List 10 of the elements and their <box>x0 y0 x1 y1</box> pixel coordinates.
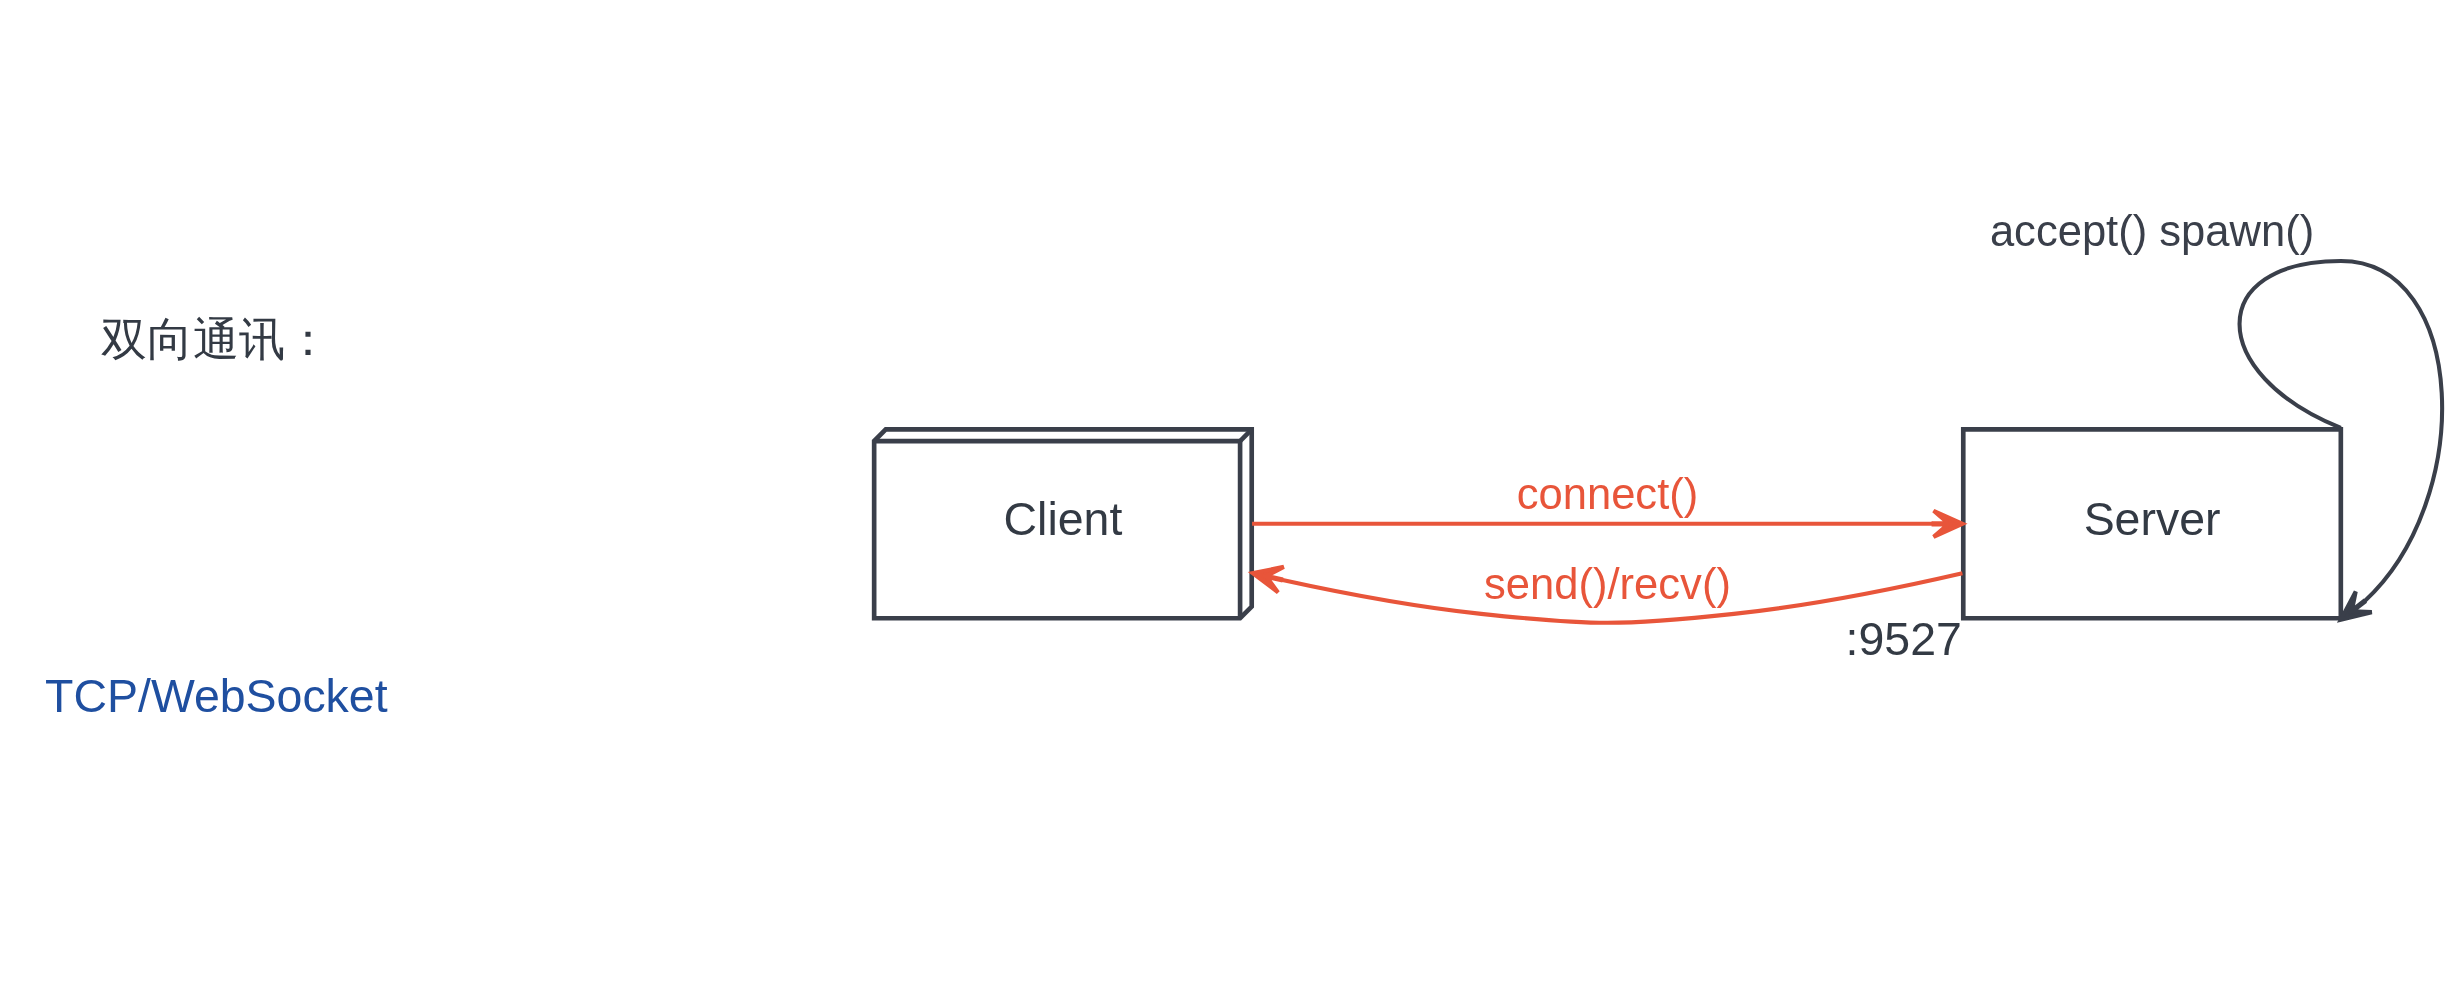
arrow <box>2237 258 2444 622</box>
edge-label: connect() <box>1516 470 1699 519</box>
label: 双向通讯： <box>101 312 332 365</box>
edge-label: accept() spawn() <box>1989 207 2315 256</box>
arrow <box>1250 564 1963 625</box>
label: TCP/WebSocket <box>45 670 388 723</box>
arrow <box>1252 508 1965 539</box>
node-box: Server <box>1960 427 2344 621</box>
node-label: :9527 <box>1845 613 1962 666</box>
edge-label: send()/recv() <box>1484 560 1731 609</box>
